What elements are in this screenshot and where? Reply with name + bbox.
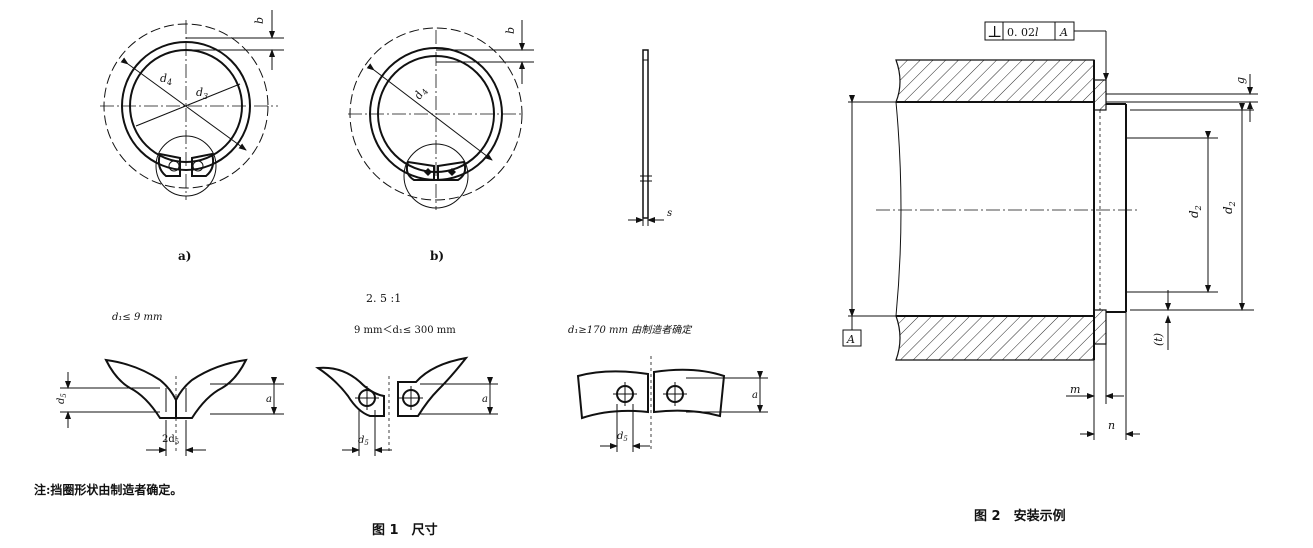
housing-top [895,59,1095,103]
b-label-b: b [504,27,517,34]
figure2-caption: 图 2 安装示例 [974,508,1066,524]
figure1-caption: 图 1 尺寸 [372,522,438,538]
a-label-mid: a [482,394,488,405]
d5-label-mid: d5 [358,435,369,447]
t-label: (t) [1152,333,1165,346]
datum-box [842,329,862,347]
d4-label-b: d4 [411,84,430,102]
b-label-a: b [253,17,266,24]
g-label: g [1234,77,1247,84]
scale-label: 2. 5 :1 [366,292,401,305]
figure-1: d4 d3 b a) d4 b [34,10,768,538]
figure1-note: 注:挡圈形状由制造者确定。 [34,482,182,497]
a-label-right: a [752,390,758,401]
detail-right-caption: d₁≥170 mm 由制造者确定 [568,324,693,336]
detail-middle: 9 mm＜d₁≤ 300 mm a d5 [315,325,498,456]
d5-label-right: d5 [617,431,628,443]
d2-label: d2 [1187,205,1203,218]
m-label: m [1070,383,1080,396]
perpendicularity-symbol: ⊥ [987,22,1002,41]
d1-label: d2 [1221,201,1237,214]
ring-side-view: s [628,49,672,226]
detail-left: d₁≤ 9 mm d5 a 2d5 [56,312,284,456]
2d5-label: 2d5 [162,434,179,446]
label-b: b) [430,249,444,263]
n-label: n [1108,419,1115,432]
detail-mid-caption: 9 mm＜d₁≤ 300 mm [354,325,456,336]
d3-label-a: d3 [196,86,208,101]
detail-right: d₁≥170 mm 由制造者确定 a d5 [568,324,768,452]
detail-left-caption: d₁≤ 9 mm [112,312,162,323]
ring-view-a: d4 d3 b [100,10,284,200]
d5-label-left: d5 [56,393,68,404]
geometric-tolerance-frame: ⊥ 0. 02l A [984,21,1109,81]
tolerance-value: 0. 02l [1007,26,1039,39]
d4-label-a: d4 [160,72,172,87]
tolerance-datum: A [1059,26,1068,39]
ring-view-b: d4 b [348,20,534,210]
a-label-left: a [266,394,272,405]
circlip-top [1093,79,1107,111]
datum-a-label: A [846,333,855,346]
housing-bottom [895,315,1095,361]
s-label: s [667,208,672,219]
figure-2: ⊥ 0. 02l A d2 d2 [842,21,1258,524]
label-a: a) [178,249,191,263]
circlip-bottom [1093,309,1107,345]
